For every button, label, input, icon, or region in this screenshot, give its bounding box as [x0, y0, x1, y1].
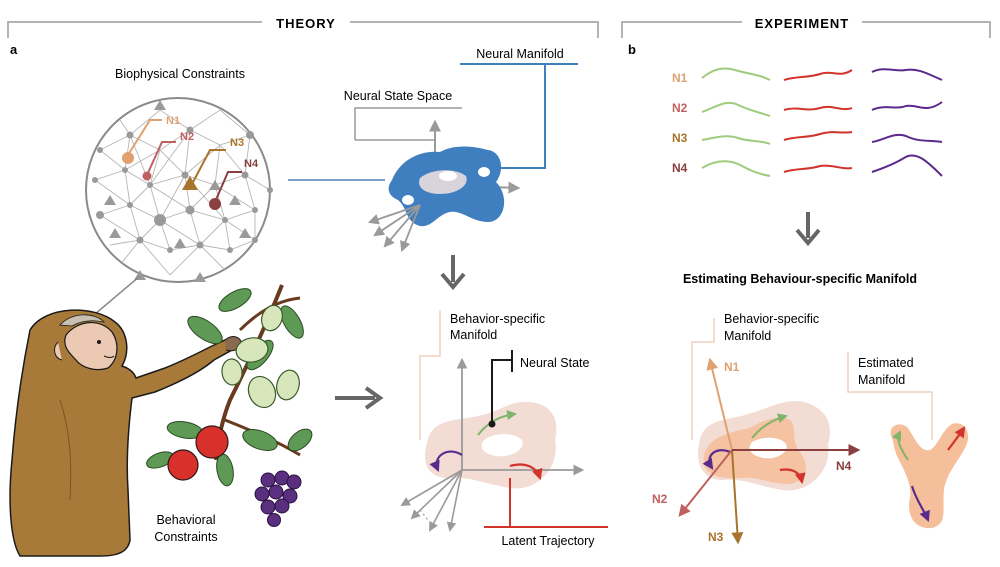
green-traces: [701, 67, 771, 177]
behavior-manifold-shape-experiment: [698, 401, 830, 491]
neural-state-space-callout: Neural State Space: [344, 89, 462, 141]
trace-label-n4: N4: [672, 161, 688, 175]
down-arrow-experiment: [795, 212, 821, 247]
neural-manifold-shape: [367, 119, 521, 253]
neural-manifold-label: Neural Manifold: [476, 47, 564, 61]
neuron-trace-grid: N1 N2 N3 N4: [672, 67, 943, 177]
estimated-manifold-callout: Estimated Manifold: [847, 352, 933, 440]
estimated-manifold-label-1: Estimated: [858, 356, 914, 370]
neural-state-space-label: Neural State Space: [344, 89, 452, 103]
neuron-n2: N2: [142, 131, 194, 181]
behavioral-constraints-label-1: Behavioral: [156, 513, 215, 527]
estimated-manifold-shape: [890, 423, 969, 529]
neuron-n1: N1: [122, 115, 180, 164]
trace-label-n2: N2: [672, 101, 688, 115]
behavior-manifold-label-exp-1: Behavior-specific: [724, 312, 819, 326]
behavior-manifold-label-theory-2: Manifold: [450, 328, 497, 342]
axis-label-n2: N2: [652, 492, 668, 506]
experiment-title: EXPERIMENT: [755, 16, 850, 31]
experiment-header: EXPERIMENT: [621, 16, 991, 38]
theory-title: THEORY: [276, 16, 336, 31]
network-nodes: [92, 100, 273, 282]
neuron-axes-experiment: N1 N2 N3 N4: [652, 357, 861, 545]
neuron-label-n1: N1: [166, 115, 180, 127]
neural-state-callout: Neural State: [488, 350, 590, 428]
estimating-title: Estimating Behaviour-specific Manifold: [683, 272, 917, 286]
neural-state-label: Neural State: [520, 356, 590, 370]
neuron-n4: N4: [209, 158, 259, 210]
theory-header: THEORY: [7, 16, 599, 38]
axis-label-n3: N3: [708, 530, 724, 544]
biophysical-constraints-label: Biophysical Constraints: [115, 67, 245, 81]
neural-manifold-callout: Neural Manifold: [460, 47, 578, 169]
neuron-label-n3: N3: [230, 137, 244, 149]
fruit-branch-illustration: [146, 284, 313, 527]
axis-label-n1: N1: [724, 360, 740, 374]
estimated-manifold-label-2: Manifold: [858, 373, 905, 387]
down-arrow-theory: [440, 255, 466, 291]
trace-label-n1: N1: [672, 71, 688, 85]
behavior-manifold-callout-experiment: Behavior-specific Manifold: [691, 312, 819, 440]
trace-label-n3: N3: [672, 131, 688, 145]
latent-trajectory-callout: Latent Trajectory: [484, 478, 608, 548]
panel-label-b: b: [628, 42, 636, 57]
right-arrow-theory: [335, 386, 384, 410]
monkey-illustration: [9, 309, 243, 557]
neuron-n3: N3: [182, 137, 244, 190]
neural-network-circle: N1 N2 N3 N4: [85, 97, 273, 283]
neuron-label-n4: N4: [244, 158, 259, 170]
behavior-manifold-label-theory-1: Behavior-specific: [450, 312, 545, 326]
behavior-manifold-shape-theory: [400, 357, 585, 532]
purple-traces: [871, 68, 943, 177]
behavior-manifold-callout-theory: Behavior-specific Manifold: [419, 310, 545, 440]
red-traces: [783, 69, 853, 173]
panel-label-a: a: [10, 42, 18, 57]
behavioral-constraints-label-2: Constraints: [154, 530, 217, 544]
axis-label-n4: N4: [836, 459, 852, 473]
behavior-manifold-label-exp-2: Manifold: [724, 329, 771, 343]
neuron-label-n2: N2: [180, 131, 194, 143]
latent-trajectory-label: Latent Trajectory: [501, 534, 595, 548]
